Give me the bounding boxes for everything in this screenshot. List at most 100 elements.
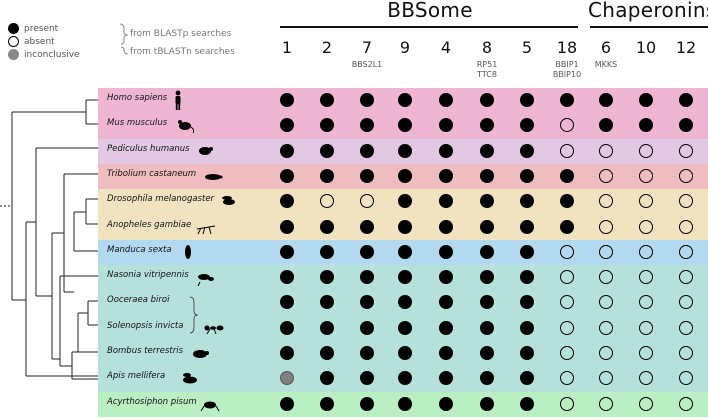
present-marker xyxy=(280,194,294,209)
species-row: Manduca sexta xyxy=(98,240,708,264)
absent-marker xyxy=(639,320,653,335)
fly-icon xyxy=(219,191,241,217)
group-title-bbsome: BBSome xyxy=(387,0,473,22)
mouse-icon xyxy=(176,115,198,141)
present-marker xyxy=(280,295,294,310)
present-marker xyxy=(439,396,453,411)
absent-marker xyxy=(599,143,613,158)
species-row: Apis mellifera xyxy=(98,366,708,390)
present-marker xyxy=(439,219,453,234)
species-row: Ooceraea biroi xyxy=(98,290,708,314)
present-marker xyxy=(360,396,374,411)
column-number: 7 xyxy=(361,38,373,57)
wasp-icon xyxy=(196,267,218,293)
absent-marker xyxy=(639,295,653,310)
bumblebee-icon xyxy=(190,343,212,369)
species-name: Apis mellifera xyxy=(107,371,166,382)
present-marker xyxy=(520,295,534,310)
present-marker xyxy=(520,219,534,234)
present-marker xyxy=(398,320,412,335)
absent-marker xyxy=(599,371,613,386)
present-marker xyxy=(280,168,294,183)
moth-icon xyxy=(178,242,200,268)
column-number: 8 xyxy=(481,38,493,57)
present-marker xyxy=(320,168,334,183)
present-dot-icon xyxy=(8,23,19,34)
column-gene-alias: RP51 TTC8 xyxy=(476,60,498,79)
phylogenetic-tree xyxy=(0,99,98,380)
present-marker xyxy=(480,371,494,386)
present-marker xyxy=(360,118,374,133)
present-marker xyxy=(398,93,412,107)
present-marker xyxy=(520,371,534,386)
legend-inconclusive: inconclusive xyxy=(8,48,80,61)
column-number: 9 xyxy=(399,38,411,57)
absent-marker xyxy=(639,346,653,360)
column-gene-alias: MKKS xyxy=(594,60,618,69)
present-marker xyxy=(520,194,534,209)
absent-dot-icon xyxy=(8,36,19,47)
species-name: Ooceraea biroi xyxy=(107,295,170,306)
absent-marker xyxy=(560,371,574,386)
absent-marker xyxy=(679,295,693,310)
absent-marker xyxy=(639,219,653,234)
present-marker xyxy=(398,244,412,259)
present-marker xyxy=(360,93,374,107)
species-name: Homo sapiens xyxy=(107,93,168,103)
legend: present absent inconclusive from BLASTp … xyxy=(8,22,248,62)
present-marker xyxy=(320,143,334,158)
present-marker xyxy=(360,346,374,360)
present-marker xyxy=(360,371,374,386)
ant-icon xyxy=(202,318,224,344)
present-marker xyxy=(480,194,494,209)
absent-marker xyxy=(599,194,613,209)
present-marker xyxy=(360,168,374,183)
absent-marker xyxy=(639,371,653,386)
species-name: Anopheles gambiae xyxy=(107,219,192,230)
inconclusive-dot-icon xyxy=(8,49,19,60)
present-marker xyxy=(639,93,653,107)
present-marker xyxy=(320,118,334,133)
column-number: 4 xyxy=(440,38,452,57)
legend-tblastn-note: from tBLASTn searches xyxy=(130,47,235,57)
present-marker xyxy=(398,371,412,386)
present-marker xyxy=(439,371,453,386)
legend-absent: absent xyxy=(8,35,55,48)
aphid-icon xyxy=(200,394,222,420)
absent-marker xyxy=(560,244,574,259)
present-marker xyxy=(520,93,534,107)
absent-marker xyxy=(679,396,693,411)
absent-marker xyxy=(679,194,693,209)
present-marker xyxy=(599,118,613,133)
species-row: Anopheles gambiae xyxy=(98,215,708,239)
absent-marker xyxy=(639,396,653,411)
present-marker xyxy=(320,244,334,259)
present-marker xyxy=(439,270,453,285)
absent-marker xyxy=(679,270,693,285)
present-marker xyxy=(280,396,294,411)
present-marker xyxy=(439,118,453,133)
absent-marker xyxy=(599,168,613,183)
present-marker xyxy=(320,270,334,285)
present-marker xyxy=(439,244,453,259)
species-row: Drosophila melanogaster xyxy=(98,189,708,213)
absent-marker xyxy=(599,244,613,259)
present-marker xyxy=(439,93,453,107)
present-marker xyxy=(480,295,494,310)
present-marker xyxy=(599,93,613,107)
present-marker xyxy=(480,219,494,234)
column-gene-alias: BBIP1 BBIP10 xyxy=(552,60,582,79)
group-rule-chaperonins xyxy=(590,26,708,28)
absent-marker xyxy=(360,194,374,209)
honeybee-icon xyxy=(180,368,202,394)
present-marker xyxy=(360,143,374,158)
absent-marker xyxy=(560,295,574,310)
present-marker xyxy=(560,93,574,107)
present-marker xyxy=(280,118,294,133)
present-marker xyxy=(679,118,693,133)
present-marker xyxy=(480,320,494,335)
species-name: Solenopsis invicta xyxy=(107,320,184,331)
present-marker xyxy=(398,219,412,234)
absent-marker xyxy=(560,396,574,411)
column-gene-alias: BBS2L1 xyxy=(351,60,383,69)
